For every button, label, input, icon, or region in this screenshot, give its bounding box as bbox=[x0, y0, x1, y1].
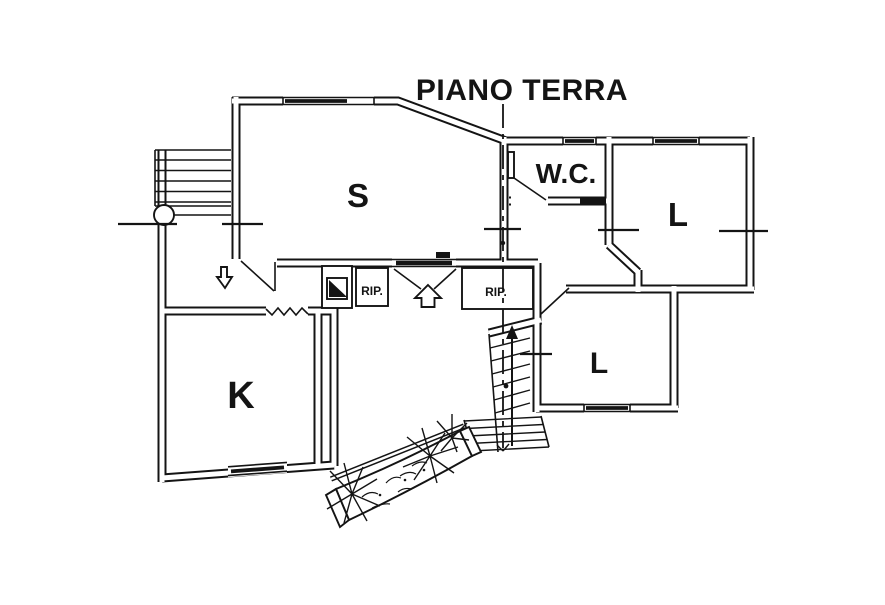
window-kitchen bbox=[227, 460, 288, 478]
storage-closets: RIP. RIP. bbox=[321, 265, 534, 310]
stair-arrow-head bbox=[506, 325, 518, 339]
window-top-left bbox=[282, 94, 375, 108]
entrance-threshold bbox=[392, 252, 456, 270]
wc-threshold bbox=[580, 198, 606, 204]
plan-title: PIANO TERRA bbox=[416, 74, 628, 107]
wc-door bbox=[507, 151, 606, 207]
column-symbol bbox=[153, 204, 175, 226]
window-room-l-bottom bbox=[583, 401, 631, 415]
room-label-rip1: RIP. bbox=[361, 284, 383, 298]
window-above-wc bbox=[562, 134, 597, 148]
storage-2-box: RIP. bbox=[461, 267, 534, 310]
wall-ticks bbox=[118, 222, 768, 356]
windows bbox=[227, 94, 700, 478]
black-triangle-icon bbox=[329, 280, 347, 297]
room-label-rip2: RIP. bbox=[485, 285, 507, 299]
room-label-l-top: L bbox=[668, 196, 688, 233]
room-l-bottom-door-swing bbox=[540, 287, 570, 315]
living-room-door-swing bbox=[240, 260, 276, 292]
room-label-k: K bbox=[227, 375, 255, 417]
room-label-wc: W.C. bbox=[536, 158, 597, 189]
entrance-door-swings bbox=[393, 268, 457, 290]
staircase-main bbox=[488, 325, 531, 453]
room-label-s: S bbox=[347, 177, 369, 214]
entrance-arrow-icon bbox=[412, 283, 444, 308]
storage-1-box: RIP. bbox=[355, 267, 389, 307]
doors bbox=[240, 151, 606, 317]
section-line bbox=[496, 104, 510, 452]
stairs-exterior-left bbox=[153, 149, 231, 226]
symbol-box bbox=[321, 265, 353, 309]
planter bbox=[324, 414, 483, 529]
side-entry-arrow-icon bbox=[215, 266, 234, 290]
room-label-l-bottom: L bbox=[590, 347, 608, 380]
window-above-room-l bbox=[652, 134, 700, 148]
kitchen-opening bbox=[265, 305, 309, 317]
plants bbox=[326, 414, 470, 524]
